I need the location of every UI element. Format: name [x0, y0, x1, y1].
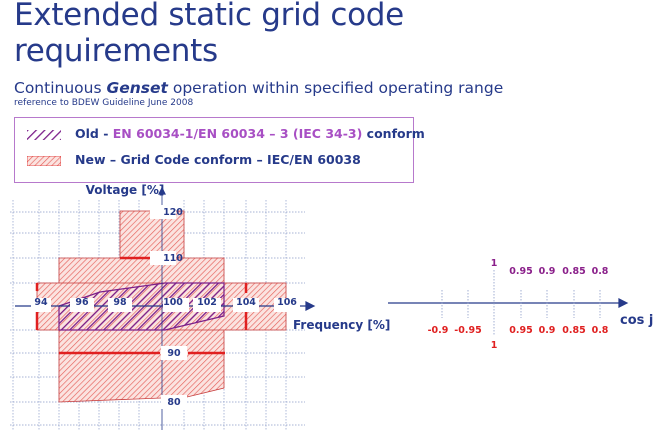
frequency-tick: 98 — [113, 297, 127, 308]
frequency-tick: 94 — [34, 297, 48, 308]
frequency-tick: 96 — [75, 297, 89, 308]
subtitle-post: operation within specified operating ran… — [167, 79, 504, 97]
frequency-tick: 102 — [197, 297, 217, 308]
x-axis-label: Frequency [%] — [293, 318, 390, 332]
voltage-tick: 80 — [167, 397, 181, 408]
legend-old-standard: EN 60034-1/EN 60034 – 3 (IEC 34-3) — [112, 126, 363, 141]
axes — [15, 186, 629, 430]
grid — [10, 200, 305, 430]
voltage-tick: 90 — [167, 348, 181, 359]
limit-markers — [35, 256, 248, 355]
cos-bottom-tick: -0.9 — [428, 325, 449, 336]
page-title-line-1: Extended static grid code — [14, 0, 404, 33]
cos-top-center: 1 — [491, 258, 498, 269]
y-axis-label: Voltage [%] — [86, 183, 165, 197]
legend-old-sep: - — [98, 126, 113, 141]
cos-top-tick: 0.8 — [592, 266, 609, 277]
old-operating-range — [58, 282, 225, 331]
cos-bottom-tick: 0.9 — [539, 325, 556, 336]
cos-top-tick: 0.95 — [509, 266, 532, 277]
old-hatch-swatch — [27, 130, 61, 140]
cos-bottom-tick: 0.95 — [509, 325, 532, 336]
cos-bottom-center: 1 — [491, 340, 498, 351]
page-title-line-2: requirements — [14, 33, 218, 69]
cos-top-tick: 0.9 — [539, 266, 556, 277]
new-hatch-swatch — [27, 156, 61, 166]
cos-axis-label: cos j — [620, 313, 653, 328]
cos-bottom-tick: 0.8 — [592, 325, 609, 336]
legend-old-suffix: conform — [362, 126, 425, 141]
legend-new-label: New – Grid Code conform – IEC/EN 60038 — [75, 152, 361, 167]
legend-old: Old - EN 60034-1/EN 60034 – 3 (IEC 34-3)… — [75, 126, 425, 141]
frequency-tick: 104 — [236, 297, 256, 308]
cos-top-tick: 0.85 — [562, 266, 585, 277]
new-operating-range — [36, 210, 287, 403]
subtitle: Continuous Genset operation within speci… — [14, 79, 503, 97]
cos-bottom-tick: 0.85 — [562, 325, 585, 336]
subtitle-pre: Continuous — [14, 79, 107, 97]
legend: Old - EN 60034-1/EN 60034 – 3 (IEC 34-3)… — [14, 117, 425, 183]
subtitle-emphasis: Genset — [106, 79, 168, 97]
frequency-tick: 100 — [163, 297, 183, 308]
frequency-tick: 106 — [277, 297, 297, 308]
cos-ticks — [441, 270, 601, 335]
voltage-tick: 120 — [163, 207, 183, 218]
reference-note: reference to BDEW Guideline June 2008 — [14, 98, 194, 108]
label-backgrounds — [31, 205, 300, 409]
voltage-tick: 110 — [163, 253, 183, 264]
cos-bottom-tick: -0.95 — [454, 325, 481, 336]
legend-old-label: Old — [75, 126, 99, 141]
